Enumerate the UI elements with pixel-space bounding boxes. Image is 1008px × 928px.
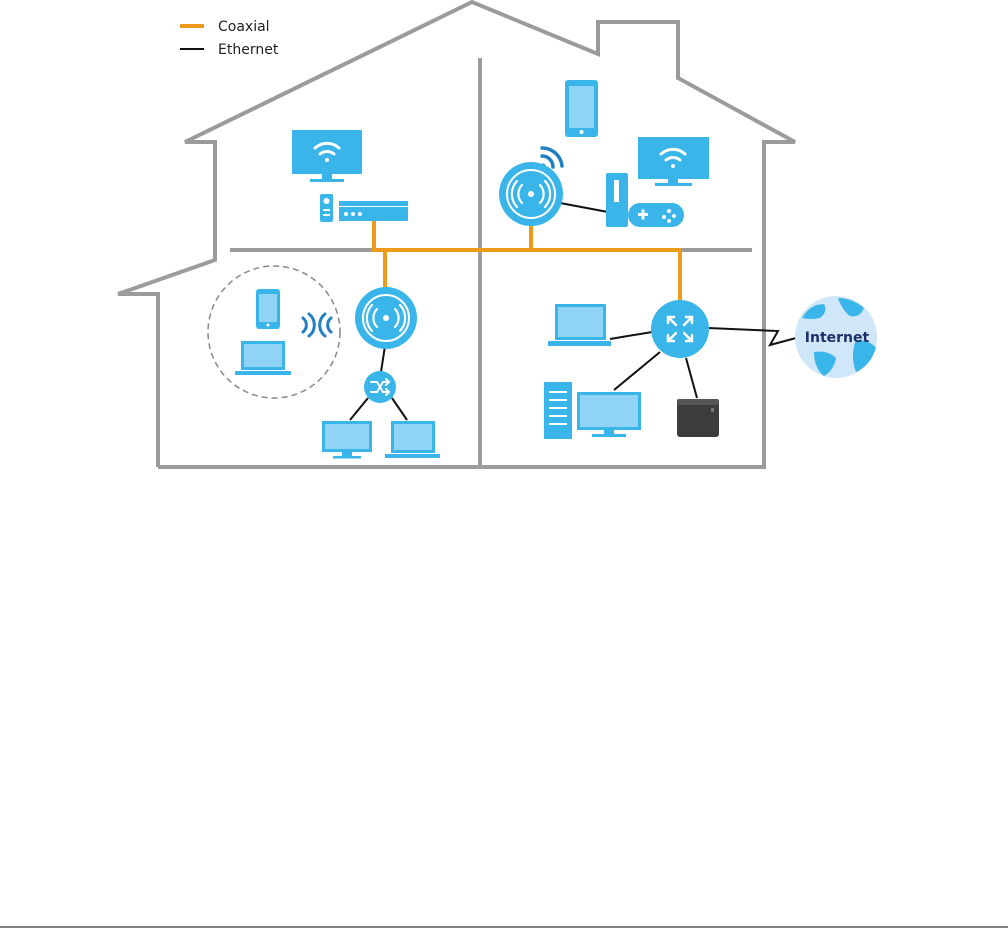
coaxial-wiring <box>372 218 682 302</box>
set-top-box <box>339 201 408 221</box>
laptop-wireless <box>235 341 291 375</box>
desktop-monitor-downstairs <box>322 421 372 459</box>
legend-ethernet-label: Ethernet <box>218 42 279 58</box>
smartphone-upstairs <box>565 80 598 137</box>
eth-ap-to-switch <box>381 346 385 372</box>
access-point-upstairs <box>499 162 563 226</box>
laptop-wired <box>385 421 440 458</box>
desktop-monitor-office <box>577 392 641 437</box>
network-switch <box>364 371 396 403</box>
internet-globe-icon: Internet <box>795 296 877 378</box>
house-outline <box>118 2 795 467</box>
desktop-tower <box>544 382 572 439</box>
legend-coaxial-label: Coaxial <box>218 19 270 35</box>
eth-router-to-nas <box>686 358 697 398</box>
remote-control <box>320 194 333 222</box>
eth-router-to-internet <box>708 328 796 345</box>
tv-upstairs <box>292 130 362 182</box>
router <box>651 300 709 358</box>
house-wall-left <box>118 2 795 467</box>
eth-switch-to-laptop <box>392 398 407 420</box>
tv-gaming-room <box>638 137 709 186</box>
eth-ap-to-console <box>560 203 608 212</box>
eth-router-to-laptop <box>610 332 652 339</box>
laptop-office <box>548 304 611 346</box>
smartphone-downstairs <box>256 289 280 329</box>
eth-router-to-desktop <box>614 352 660 390</box>
wireless-waves-icon <box>303 314 331 336</box>
eth-switch-to-monitor <box>350 398 368 420</box>
nas-storage <box>677 399 719 437</box>
access-point-downstairs <box>355 287 417 349</box>
internet-label: Internet <box>805 330 870 346</box>
game-console <box>606 173 628 227</box>
legend: Coaxial Ethernet <box>180 19 279 58</box>
gamepad-icon <box>628 203 684 227</box>
